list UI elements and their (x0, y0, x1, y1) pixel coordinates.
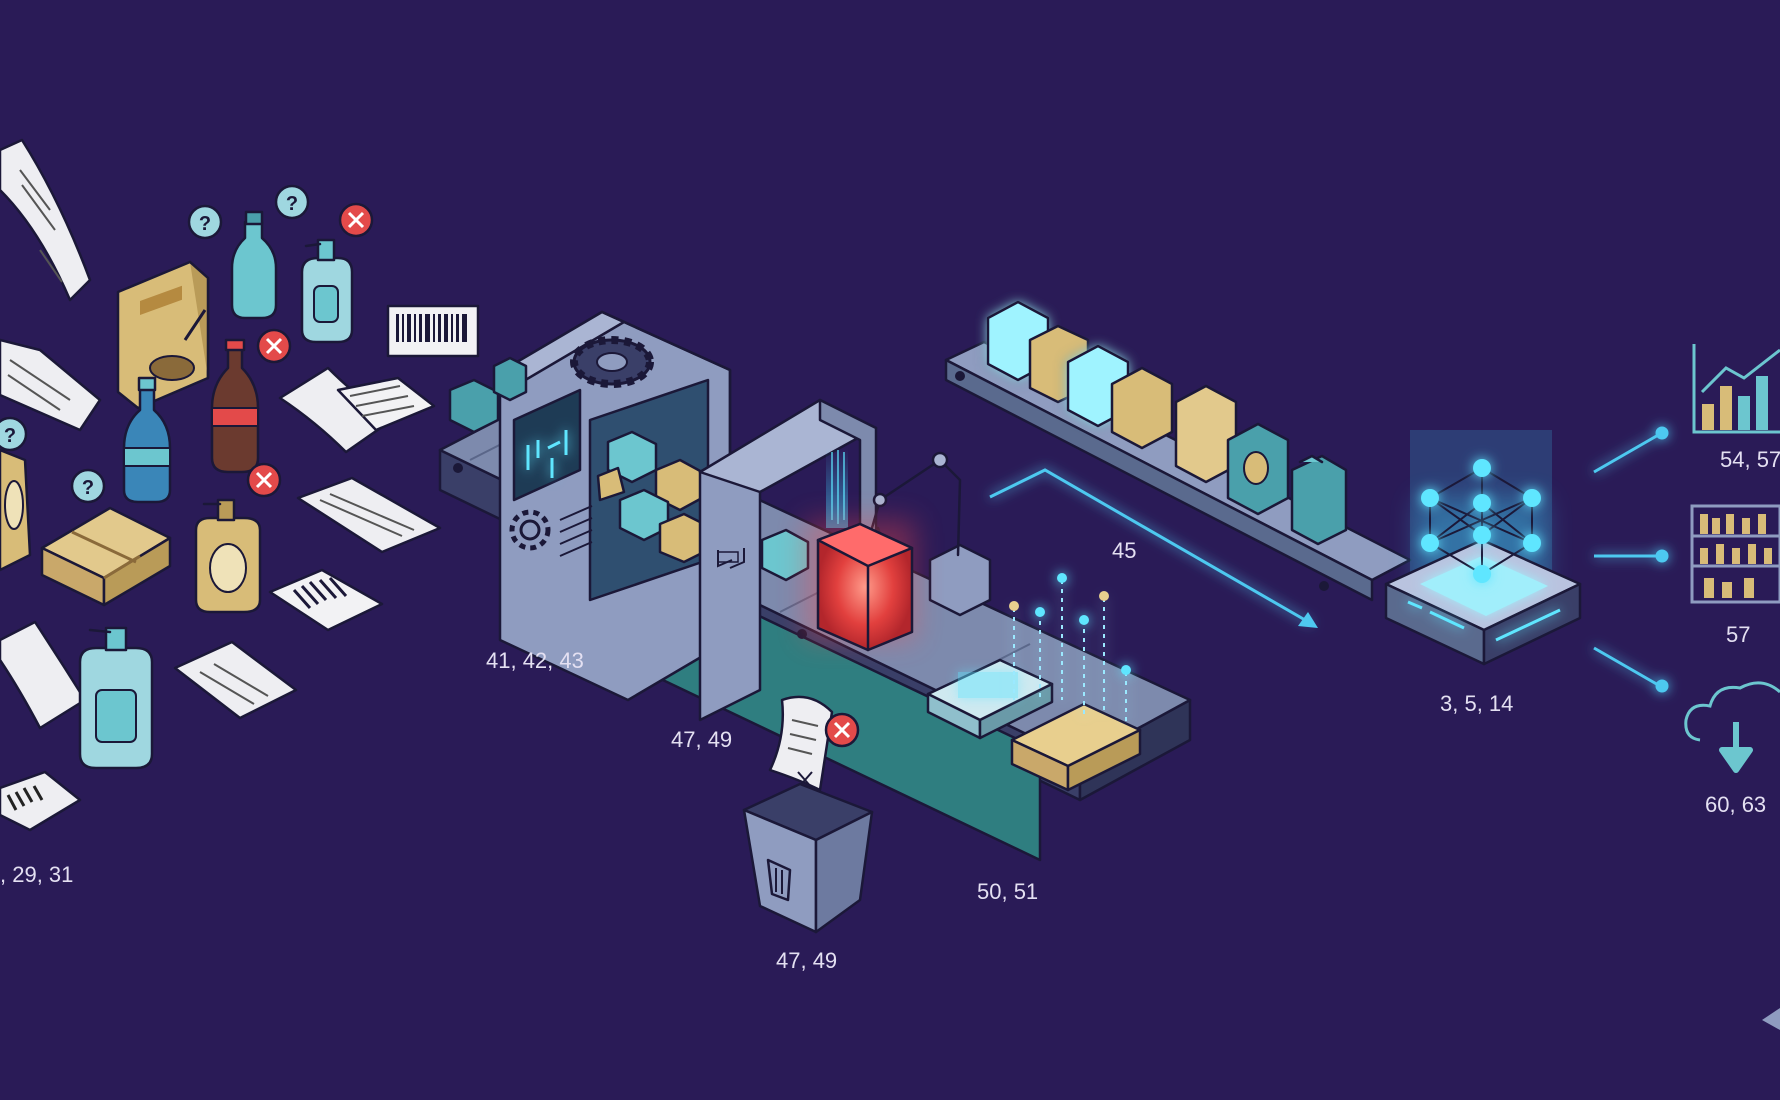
raw-inputs-group: ? ? ? (0, 138, 480, 887)
receipt-icon (0, 620, 87, 730)
receipt-icon (296, 476, 442, 554)
svg-text:?: ? (199, 213, 211, 235)
inputs-label: , 29, 31 (0, 862, 73, 887)
rejected-item (805, 520, 915, 652)
pump-bottle (300, 238, 354, 344)
data-extraction: 50, 51 (926, 573, 1142, 904)
ai-model: 3, 5, 14 (1384, 430, 1582, 716)
flow-arrow: 45 (989, 468, 1318, 628)
partial-arrow-mark (1762, 1008, 1780, 1030)
discard-bin-label: 47, 49 (776, 948, 837, 973)
barcode-icon (0, 770, 82, 832)
receipt-icon (768, 695, 834, 792)
receipt-icon (173, 640, 298, 720)
receipt-icon (0, 138, 92, 302)
reject-x-icon (338, 202, 374, 238)
product-box (0, 448, 32, 572)
cloud-label: 60, 63 (1705, 792, 1766, 817)
barcode-icon (386, 304, 480, 358)
gear-icon (509, 509, 551, 551)
question-icon: ? (274, 184, 310, 220)
question-icon: ? (187, 204, 223, 240)
trash-icon (742, 782, 874, 934)
sorting-machine-label: 41, 42, 43 (486, 648, 584, 673)
scanner-gate-label: 47, 49 (671, 727, 732, 752)
receipt-icon (278, 366, 436, 454)
sorted-conveyor (944, 300, 1412, 602)
receipt-icon (0, 338, 102, 432)
ai-model-label: 3, 5, 14 (1440, 691, 1513, 716)
input-cubes (448, 356, 706, 564)
cola-bottle (210, 338, 260, 474)
bottle (122, 376, 172, 504)
data-extraction-label: 50, 51 (977, 879, 1038, 904)
analytics-label: 54, 57 (1720, 447, 1780, 472)
svg-text:?: ? (4, 425, 16, 447)
package (40, 506, 172, 607)
reject-x-icon (256, 328, 292, 364)
svg-text:?: ? (82, 477, 94, 499)
outputs: 54, 57 57 60, 63 (1593, 344, 1780, 1030)
pump-bottle (78, 626, 154, 770)
svg-text:?: ? (286, 193, 298, 215)
gear-icon (570, 336, 654, 388)
pump-bottle (194, 498, 262, 614)
scanner-gate: 47, 49 (671, 398, 878, 752)
cloud-download-icon (1684, 681, 1780, 773)
arrow-label: 45 (1112, 538, 1136, 563)
discard-bin: 47, 49 (742, 695, 874, 973)
sorted-items (986, 300, 1348, 546)
neural-network-icon (1421, 459, 1541, 583)
cereal-box (116, 260, 210, 410)
barcode-icon (268, 568, 384, 632)
bar-chart-icon (1692, 344, 1780, 434)
bottle (230, 210, 278, 320)
reject-x-icon (246, 462, 282, 498)
reject-x-icon (824, 712, 860, 748)
shelf-label: 57 (1726, 622, 1750, 647)
question-icon: ? (0, 416, 28, 452)
sorting-machine: 41, 42, 43 (448, 310, 732, 702)
question-icon: ? (70, 468, 106, 504)
shelf-icon (1690, 504, 1780, 604)
